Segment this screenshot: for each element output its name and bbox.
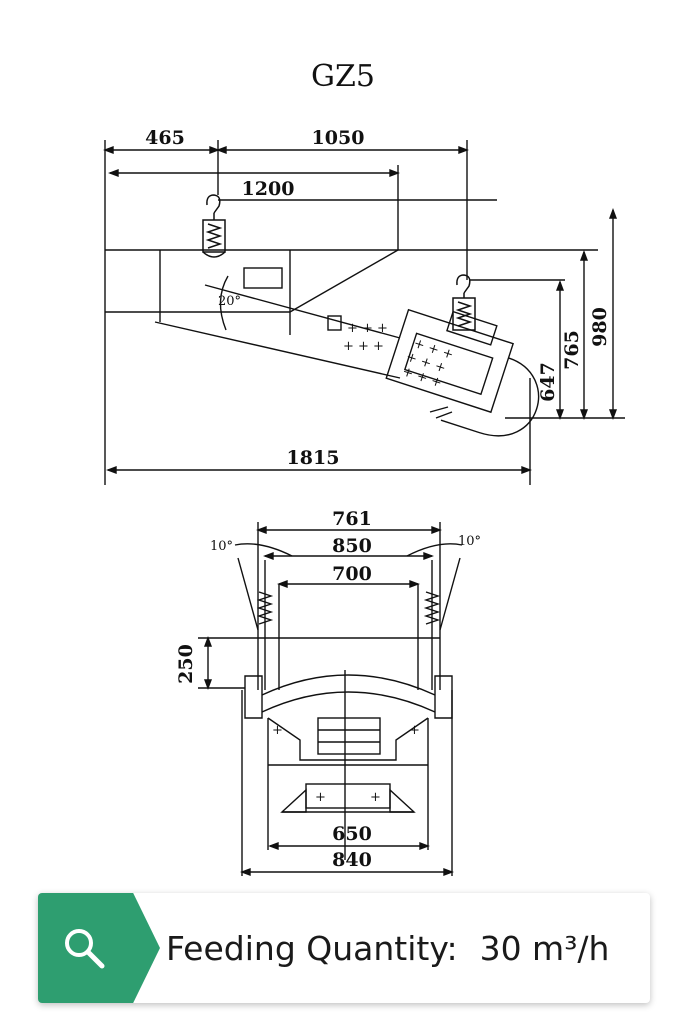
- dim-1200: 1200: [242, 178, 295, 200]
- dim-850: 850: [332, 535, 372, 557]
- hanger-spring-right: [452, 274, 476, 331]
- model-title: GZ5: [311, 59, 375, 94]
- svg-text:+: +: [370, 790, 381, 805]
- dim-1815: 1815: [287, 447, 340, 469]
- dim-250: 250: [175, 644, 197, 684]
- spec-text: Feeding Quantity: 30 m³/h: [166, 893, 640, 1003]
- dim-1050: 1050: [312, 127, 365, 149]
- svg-text:+ + +: + + +: [347, 321, 388, 336]
- svg-text:+ + +: + + +: [343, 339, 384, 354]
- bolt-marks: + + + + + + + + + + + + + + +: [343, 321, 455, 391]
- angle-10-left: 10°: [210, 539, 233, 554]
- dim-840: 840: [332, 849, 372, 871]
- spec-label: Feeding Quantity:: [166, 928, 458, 968]
- search-icon[interactable]: [60, 924, 110, 974]
- dim-650: 650: [332, 823, 372, 845]
- dim-980: 980: [589, 307, 611, 347]
- svg-text:+: +: [315, 790, 326, 805]
- svg-text:+: +: [272, 723, 283, 738]
- spec-value: 30 m³/h: [479, 928, 610, 968]
- angle-20: 20°: [218, 294, 241, 309]
- front-bolt-marks: + + + +: [272, 723, 420, 805]
- dim-765: 765: [561, 330, 583, 370]
- side-view: [103, 140, 625, 485]
- dim-761: 761: [332, 508, 372, 530]
- svg-text:+: +: [409, 723, 420, 738]
- dim-647: 647: [537, 362, 559, 402]
- dim-700: 700: [332, 563, 372, 585]
- spec-card: Feeding Quantity: 30 m³/h: [38, 893, 650, 1003]
- hanger-spring-left: [202, 194, 226, 258]
- spec-tag[interactable]: [38, 893, 160, 1003]
- dim-465: 465: [145, 127, 185, 149]
- front-view: [198, 522, 463, 877]
- angle-10-right: 10°: [458, 534, 481, 549]
